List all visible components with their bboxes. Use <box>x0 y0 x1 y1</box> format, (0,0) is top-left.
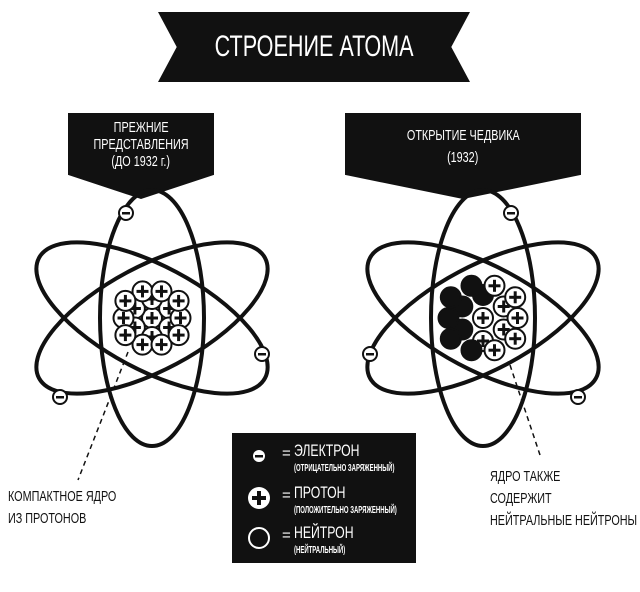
legend-item-proton: = ПРОТОН (ПОЛОЖИТЕЛЬНО ЗАРЯЖЕННЫЙ) <box>242 483 412 523</box>
chadwick-atom-model <box>362 188 601 448</box>
title-banner: СТРОЕНИЕ АТОМА <box>158 12 470 82</box>
right-note-line: ЯДРО ТАКЖЕ <box>490 468 561 485</box>
proton <box>114 289 137 312</box>
orbit <box>34 240 270 396</box>
proton <box>131 333 154 356</box>
right-note-line: НЕЙТРАЛЬНЫЕ НЕЙТРОНЫ <box>490 512 638 529</box>
legend: = ЭЛЕКТРОН (ОТРИЦАТЕЛЬНО ЗАРЯЖЕННЫЙ) = П… <box>232 433 416 563</box>
neutron <box>439 286 462 309</box>
equals-sign: = <box>282 445 291 462</box>
legend-desc: (ОТРИЦАТЕЛЬНО ЗАРЯЖЕННЫЙ) <box>294 463 395 474</box>
neutron <box>439 327 462 350</box>
left-header-line: ПРЕЖНИЕ <box>113 119 169 136</box>
right-header-line: ОТКРЫТИЕ ЧЕДВИКА <box>406 127 520 144</box>
left-pointer-line <box>77 351 129 481</box>
neutron <box>460 339 483 362</box>
proton <box>504 286 527 309</box>
left-header-line: ПРЕДСТАВЛЕНИЯ <box>93 136 189 153</box>
electron <box>254 346 270 362</box>
old-atom-model <box>34 188 270 448</box>
orbit <box>365 240 601 396</box>
orbit <box>98 188 206 448</box>
legend-desc: (ПОЛОЖИТЕЛЬНО ЗАРЯЖЕННЫЙ) <box>294 505 397 516</box>
electron <box>570 389 586 405</box>
electron <box>503 205 519 221</box>
neutron <box>437 307 460 329</box>
proton <box>167 289 190 312</box>
orbit <box>365 240 601 396</box>
electron <box>118 205 134 221</box>
equals-sign: = <box>282 527 291 544</box>
proton <box>150 280 173 303</box>
proton <box>483 339 506 362</box>
left-note: КОМПАКТНОЕ ЯДРО ИЗ ПРОТОНОВ <box>8 486 116 530</box>
electron <box>52 389 68 405</box>
electron-icon <box>253 450 265 462</box>
proton <box>504 327 527 350</box>
right-note-line: СОДЕРЖИТ <box>490 490 552 507</box>
legend-name: НЕЙТРОН <box>294 523 354 542</box>
neutron-icon <box>248 527 270 549</box>
orbit <box>34 240 270 396</box>
left-header-line: (ДО 1932 г.) <box>111 153 171 170</box>
legend-item-neutron: = НЕЙТРОН (НЕЙТРАЛЬНЫЙ) <box>242 523 412 563</box>
proton <box>150 333 173 356</box>
electron <box>362 346 378 362</box>
left-note-line: КОМПАКТНОЕ ЯДРО <box>8 488 117 505</box>
proton <box>483 274 506 297</box>
right-pointer-line <box>509 364 541 456</box>
right-header-line: (1932) <box>447 149 479 166</box>
legend-name: ЭЛЕКТРОН <box>294 441 360 460</box>
legend-item-electron: = ЭЛЕКТРОН (ОТРИЦАТЕЛЬНО ЗАРЯЖЕННЫЙ) <box>242 441 412 481</box>
legend-name: ПРОТОН <box>294 483 346 502</box>
proton <box>506 307 529 329</box>
legend-desc: (НЕЙТРАЛЬНЫЙ) <box>294 545 346 556</box>
page-title: СТРОЕНИЕ АТОМА <box>214 30 414 63</box>
proton <box>114 324 137 347</box>
orbit <box>429 188 537 448</box>
equals-sign: = <box>282 487 291 504</box>
proton <box>472 307 494 329</box>
proton <box>167 324 190 347</box>
left-note-line: ИЗ ПРОТОНОВ <box>8 510 87 527</box>
proton-icon <box>248 487 270 509</box>
right-note: ЯДРО ТАКЖЕ СОДЕРЖИТ НЕЙТРАЛЬНЫЕ НЕЙТРОНЫ <box>490 466 637 532</box>
neutron <box>460 274 483 297</box>
